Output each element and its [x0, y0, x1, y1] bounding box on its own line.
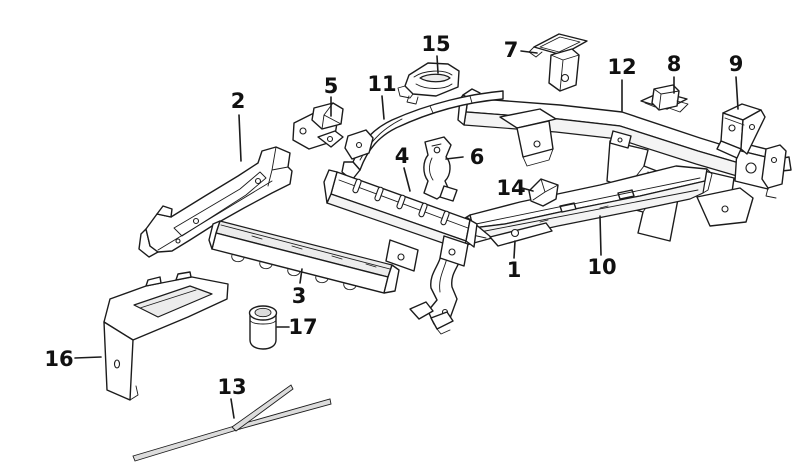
callout-label-2: 2 — [231, 89, 246, 113]
callout-leader-3 — [299, 268, 303, 284]
callout-label-4: 4 — [395, 144, 410, 168]
callout-leader-10 — [599, 215, 602, 256]
part-shape-plug-17 — [248, 305, 278, 350]
callout-label-11: 11 — [367, 72, 396, 96]
callout-leader-4 — [403, 167, 411, 192]
callout-label-8: 8 — [667, 52, 682, 76]
callout-label-3: 3 — [292, 284, 307, 308]
callout-label-15: 15 — [421, 32, 450, 56]
part-shape-cap-bracket-15 — [397, 62, 460, 105]
part-shape-bracket-8 — [640, 84, 689, 113]
callout-label-10: 10 — [587, 255, 616, 279]
callout-leader-6 — [445, 156, 464, 160]
part-shape-side-rail-2 — [138, 146, 293, 258]
part-shape-tray-16 — [103, 271, 229, 401]
callout-leader-16 — [74, 356, 102, 359]
part-shape-strip-13 — [132, 384, 332, 462]
part-shape-crossmember-4 — [323, 169, 478, 272]
part-shape-bracket-5 — [292, 102, 374, 160]
callout-leader-11 — [381, 95, 385, 120]
callout-leader-13 — [230, 398, 235, 419]
callout-leader-14 — [521, 187, 534, 192]
callout-label-13: 13 — [217, 375, 246, 399]
callout-label-12: 12 — [607, 55, 636, 79]
callout-label-7: 7 — [504, 38, 519, 62]
callout-label-9: 9 — [729, 52, 744, 76]
callout-label-16: 16 — [44, 347, 73, 371]
callout-leader-7 — [520, 50, 538, 54]
callout-label-14: 14 — [496, 176, 525, 200]
part-shape-bracket-9 — [716, 103, 766, 159]
callout-leader-1 — [513, 240, 516, 259]
part-shape-bracket-7 — [528, 33, 588, 92]
part-shape-bracket-6 — [423, 136, 458, 202]
callout-leader-2 — [238, 114, 242, 162]
part-shape-wedge-14 — [528, 178, 559, 207]
part-shape-channel-3 — [208, 220, 400, 294]
callout-leader-15 — [436, 55, 439, 74]
callout-label-17: 17 — [288, 315, 317, 339]
callout-label-6: 6 — [470, 145, 485, 169]
callout-label-1: 1 — [507, 258, 522, 282]
callout-leader-9 — [735, 76, 739, 110]
callout-label-5: 5 — [324, 74, 339, 98]
